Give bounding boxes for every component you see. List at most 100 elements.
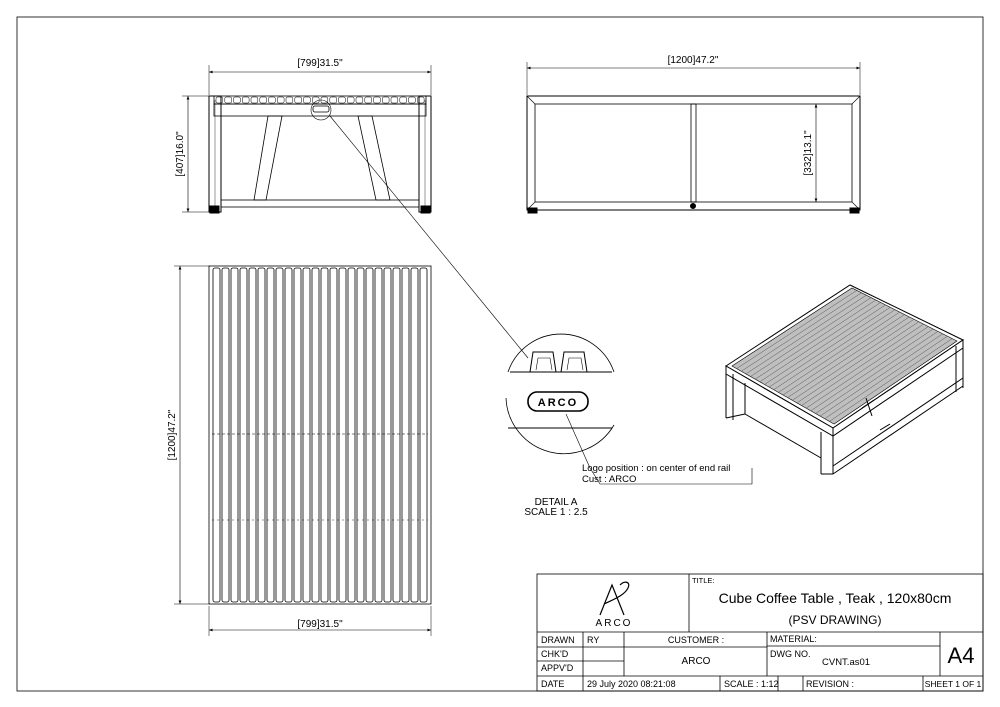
- iso-slat-line: [773, 309, 896, 390]
- logo-position-note: Logo position : on center of end rail: [582, 463, 730, 474]
- front-slat-end: [390, 96, 399, 104]
- top-slat: [230, 267, 239, 603]
- chkd-label: CHK'D: [541, 649, 569, 659]
- iso-slat-line: [768, 307, 891, 388]
- iso-slat-line: [815, 331, 939, 414]
- top-view: [174, 265, 432, 636]
- top-slat: [212, 267, 221, 603]
- scale-value: SCALE : 1:12: [724, 679, 779, 689]
- top-slats: [212, 267, 428, 603]
- iso-slat-line: [778, 311, 900, 393]
- logo-customer-note: Cust : ARCO: [582, 474, 636, 485]
- top-slat: [221, 267, 230, 603]
- front-slat-end: [242, 96, 250, 104]
- front-height-dim: [407]16.0": [175, 131, 186, 177]
- front-slat-end: [347, 96, 355, 104]
- date-value: 29 July 2020 08:21:08: [587, 679, 676, 689]
- top-slat: [392, 267, 401, 603]
- customer-value: ARCO: [682, 656, 711, 667]
- side-width-dim: [1200]47.2": [668, 55, 719, 66]
- side-height-dim: [332]13.1": [803, 130, 814, 176]
- detail-logo-text: ARCO: [538, 397, 578, 409]
- iso-slat-line: [824, 335, 948, 419]
- top-width-dim: [799]31.5": [297, 619, 343, 630]
- front-slat-end: [408, 96, 416, 104]
- front-slat-end: [364, 96, 372, 104]
- date-label: DATE: [541, 679, 564, 689]
- front-width-dim: [799]31.5": [297, 58, 343, 69]
- top-slat: [320, 267, 329, 603]
- iso-slat-line: [782, 314, 905, 396]
- iso-slat-line: [801, 323, 924, 406]
- iso-slat-line: [819, 333, 943, 417]
- iso-slat-line: [829, 338, 953, 422]
- front-slat-end: [382, 96, 390, 104]
- top-slat: [284, 267, 293, 603]
- top-slat: [383, 267, 392, 603]
- iso-slat-line: [810, 328, 934, 412]
- iso-slat-line: [787, 316, 910, 398]
- title-block: [536, 573, 984, 692]
- front-slat-end: [399, 96, 407, 104]
- detail-title: DETAIL A: [535, 497, 578, 508]
- top-slat: [248, 267, 257, 603]
- top-slat: [329, 267, 338, 603]
- top-slat: [356, 267, 365, 603]
- iso-slat-line: [736, 290, 857, 369]
- front-slat-end: [285, 96, 294, 104]
- front-slat-end: [373, 96, 381, 104]
- drawn-value: RY: [587, 635, 599, 645]
- iso-slat-line: [792, 319, 915, 401]
- detail-a-view: [505, 333, 753, 485]
- top-slat: [302, 267, 311, 603]
- iso-slat-line: [806, 326, 929, 409]
- drawn-label: DRAWN: [541, 635, 575, 645]
- top-slat: [266, 267, 275, 603]
- isometric-view: [725, 284, 964, 475]
- sheet-size: A4: [948, 643, 975, 668]
- appvd-label: APPV'D: [541, 663, 574, 673]
- front-slat-end: [259, 96, 267, 104]
- iso-slat-line: [750, 297, 872, 377]
- top-length-dim: [1200]47.2": [167, 409, 178, 460]
- top-slat: [419, 267, 428, 603]
- iso-slat-line: [764, 304, 886, 385]
- front-slat-end: [355, 96, 364, 104]
- top-slat: [239, 267, 248, 603]
- front-slat-end: [233, 96, 241, 104]
- front-slat-end: [268, 96, 276, 104]
- front-slat-end: [417, 96, 425, 104]
- front-slat-end: [338, 96, 346, 104]
- detail-scale: SCALE 1 : 2.5: [524, 507, 588, 518]
- top-slat: [275, 267, 284, 603]
- sheet-number: SHEET 1 OF 1: [925, 679, 982, 689]
- front-slat-ends: [215, 96, 425, 104]
- iso-slat-line: [796, 321, 919, 404]
- front-slat-end: [329, 96, 337, 104]
- front-slat-end: [215, 96, 224, 104]
- customer-label: CUSTOMER :: [668, 635, 724, 645]
- title-block-logo-word: ARCO: [596, 618, 633, 629]
- top-slat: [257, 267, 266, 603]
- iso-slat-line: [759, 302, 881, 383]
- front-slat-end: [312, 96, 320, 104]
- revision-label: REVISION :: [806, 679, 854, 689]
- front-slat-end: [294, 96, 302, 104]
- iso-slats: [736, 290, 953, 422]
- dwg-value: CVNT.as01: [822, 657, 870, 668]
- top-slat: [338, 267, 347, 603]
- top-slat: [365, 267, 374, 603]
- front-slat-end: [303, 96, 311, 104]
- top-slat: [293, 267, 302, 603]
- iso-slat-line: [755, 299, 877, 380]
- iso-slat-line: [745, 294, 867, 375]
- top-slat: [374, 267, 383, 603]
- top-slat: [410, 267, 419, 603]
- top-slat: [311, 267, 320, 603]
- title-label: TITLE:: [692, 576, 715, 585]
- drawing-title: Cube Coffee Table , Teak , 120x80cm: [719, 590, 952, 606]
- front-slat-end: [277, 96, 285, 104]
- front-view: [182, 65, 529, 359]
- side-view: [526, 62, 861, 214]
